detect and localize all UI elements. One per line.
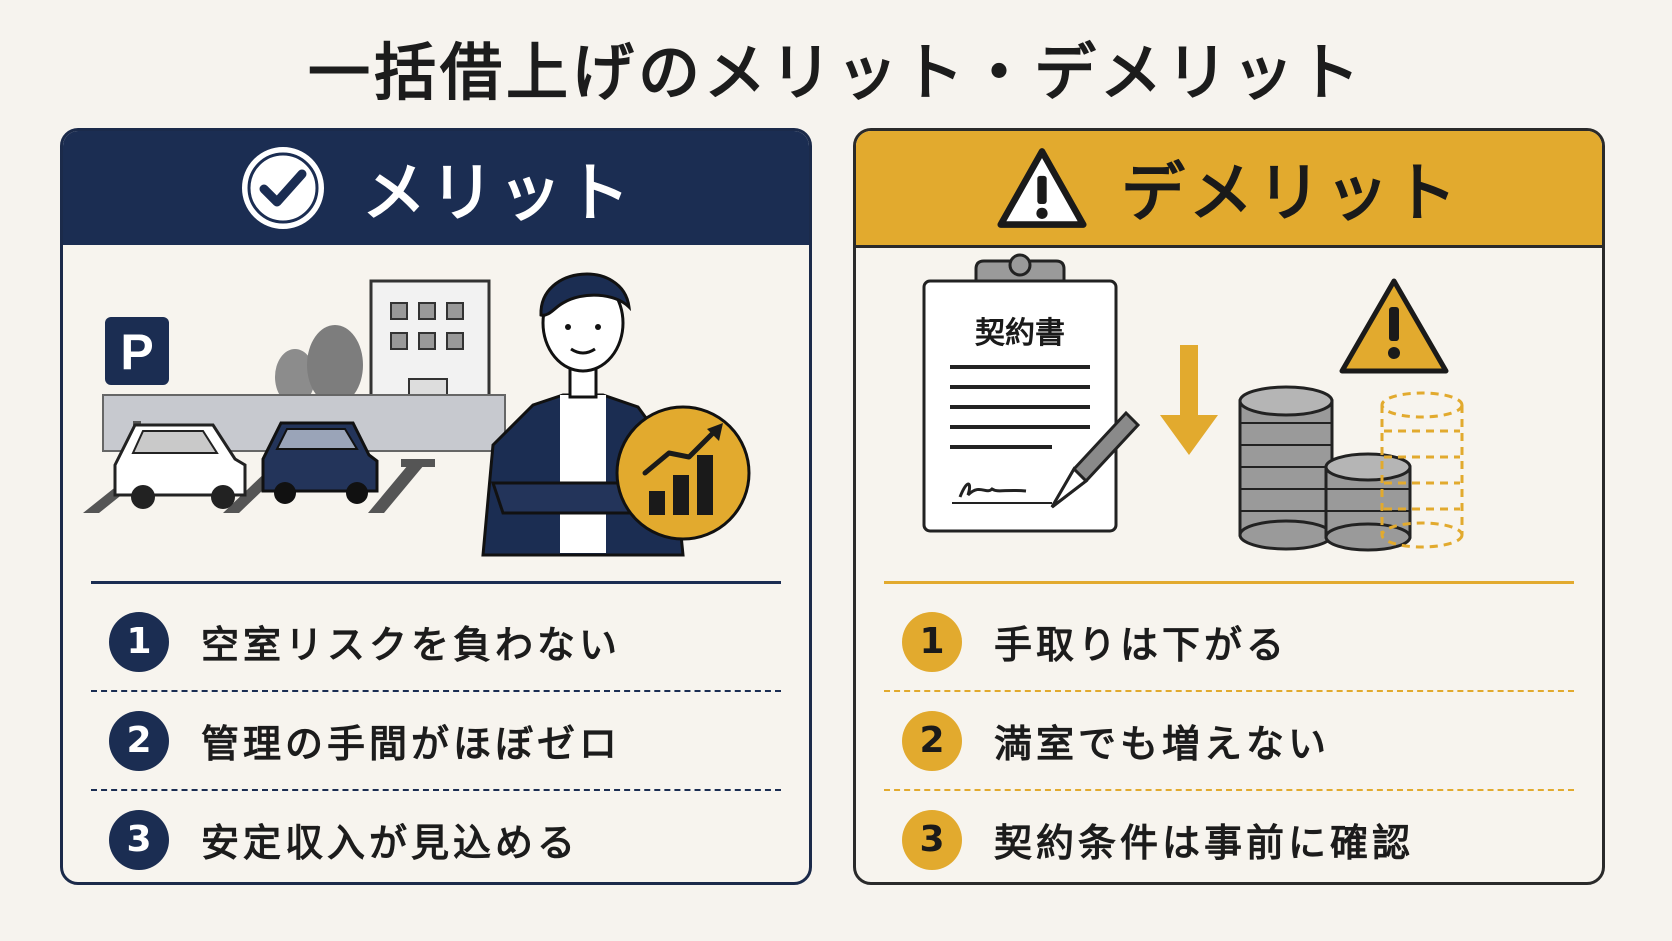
- list-item: 3 安定収入が見込める: [91, 789, 781, 882]
- demerit-header-label: デメリット: [1121, 157, 1461, 231]
- number-badge: 1: [109, 611, 169, 672]
- list-item: 2 満室でも増えない: [884, 690, 1574, 789]
- demerit-divider: [884, 581, 1574, 584]
- list-item: 1 空室リスクを負わない: [91, 593, 781, 690]
- number-badge: 2: [902, 710, 962, 771]
- list-item-text: 空室リスクを負わない: [201, 623, 622, 667]
- merit-header-label: メリット: [362, 157, 634, 231]
- demerit-illustration: 契約書: [922, 253, 1464, 552]
- number-badge: 3: [902, 809, 962, 870]
- list-item: 1 手取りは下がる: [884, 593, 1574, 690]
- contract-label: 契約書: [975, 316, 1065, 351]
- warning-triangle-icon: [997, 148, 1087, 228]
- car-icon: [113, 423, 247, 509]
- coin-stack-icon: [1238, 385, 1334, 551]
- check-circle-icon: [242, 147, 324, 229]
- merit-illustration: P: [83, 272, 751, 557]
- building-icon: [369, 279, 491, 411]
- list-item: 2 管理の手間がほぼゼロ: [91, 690, 781, 789]
- list-item-text: 安定収入が見込める: [201, 821, 580, 865]
- number-badge: 3: [109, 809, 169, 870]
- demerit-header: デメリット: [856, 131, 1602, 248]
- list-item-text: 手取りは下がる: [994, 623, 1289, 667]
- merit-card: メリット P: [60, 128, 812, 885]
- parking-sign-label: P: [120, 324, 153, 380]
- list-item-text: 管理の手間がほぼゼロ: [201, 722, 622, 766]
- demerit-card: デメリット 契約書: [853, 128, 1605, 885]
- warning-triangle-icon: [1339, 278, 1449, 374]
- list-item-text: 満室でも増えない: [994, 722, 1331, 766]
- merit-divider: [91, 581, 781, 584]
- arrow-down-icon: [1160, 345, 1218, 455]
- page-title: 一括借上げのメリット・デメリット: [307, 36, 1364, 109]
- tree-icon: [275, 325, 363, 405]
- car-icon: [261, 421, 379, 504]
- ghost-coin-stack-icon: [1380, 391, 1464, 549]
- merit-list: 1 空室リスクを負わない 2 管理の手間がほぼゼロ 3 安定収入が見込める: [63, 593, 809, 882]
- merit-header: メリット: [63, 131, 809, 245]
- pen-icon: [1050, 410, 1141, 509]
- contract-icon: 契約書: [922, 253, 1118, 533]
- coin-stack-icon: [1324, 452, 1412, 552]
- number-badge: 2: [109, 710, 169, 771]
- growth-chart-icon: [615, 405, 751, 541]
- list-item: 3 契約条件は事前に確認: [884, 789, 1574, 882]
- demerit-list: 1 手取りは下がる 2 満室でも増えない 3 契約条件は事前に確認: [856, 593, 1602, 882]
- number-badge: 1: [902, 611, 962, 672]
- parking-sign-icon: P: [105, 317, 169, 491]
- list-item-text: 契約条件は事前に確認: [994, 821, 1415, 865]
